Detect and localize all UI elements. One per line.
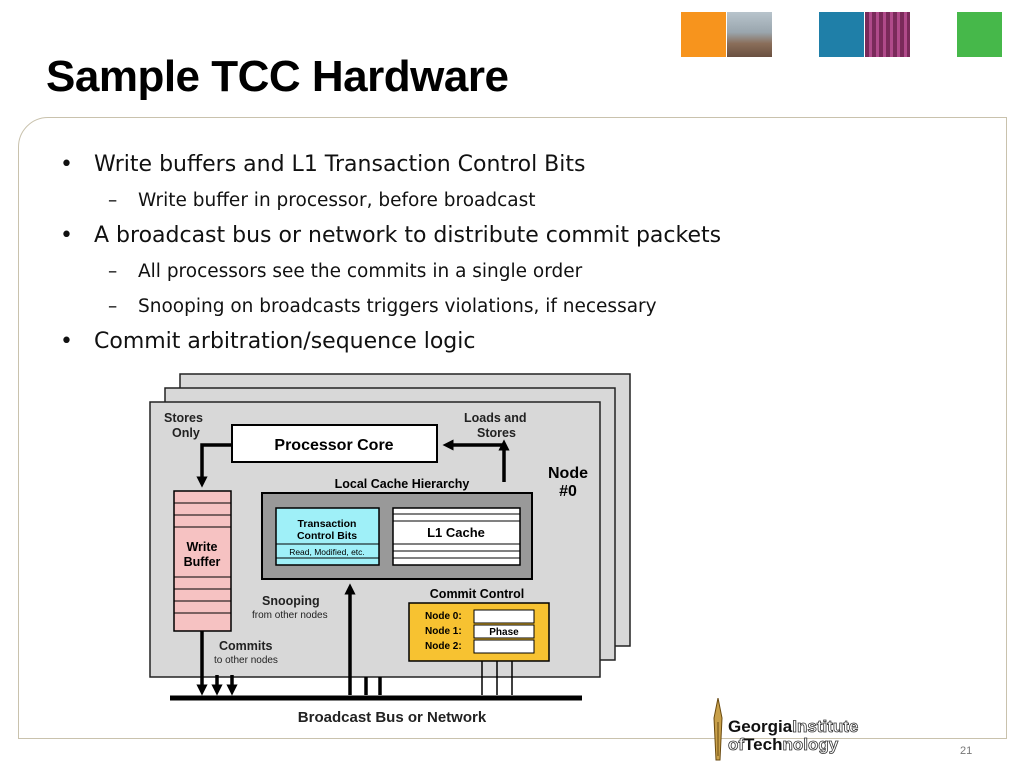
- broadcast-bus-label: Broadcast Bus or Network: [298, 709, 487, 726]
- arrow-stores: [196, 443, 232, 488]
- georgia-tech-logo: GeorgiaInstitute ofTechnology: [710, 697, 910, 762]
- green-tile: [957, 12, 1002, 57]
- tcb-label: Control Bits: [297, 530, 357, 542]
- sub-bullet-item: Write buffer in processor, before broadc…: [58, 186, 958, 221]
- node-row-label: Node 0:: [425, 611, 462, 622]
- stores-only-label: Only: [172, 426, 200, 440]
- bullet-item: Write buffers and L1 Transaction Control…: [58, 150, 958, 186]
- sub-bullet-item: Snooping on broadcasts triggers violatio…: [58, 292, 958, 327]
- commit-control-label: Commit Control: [430, 587, 524, 601]
- phase-label: Phase: [489, 627, 519, 638]
- stores-only-label: Stores: [164, 411, 203, 425]
- loads-stores-label: Stores: [477, 426, 516, 440]
- tcb-label: Transaction: [298, 518, 357, 530]
- write-buffer-label: Write: [186, 540, 217, 554]
- to-other-nodes-label: to other nodes: [214, 655, 278, 666]
- bullet-item: Commit arbitration/sequence logic: [58, 327, 958, 363]
- logo-line2: ofTechnology: [728, 735, 839, 754]
- building-photo-tile: [727, 12, 772, 57]
- commits-label: Commits: [219, 639, 273, 653]
- processor-core-label: Processor Core: [274, 437, 393, 454]
- sub-bullet-item: All processors see the commits in a sing…: [58, 257, 958, 292]
- read-modified-label: Read, Modified, etc.: [289, 547, 365, 557]
- write-buffer-label: Buffer: [184, 555, 221, 569]
- content-frame: [18, 117, 1007, 739]
- from-other-nodes-label: from other nodes: [252, 610, 328, 621]
- loads-stores-label: Loads and: [464, 411, 527, 425]
- write-buffer-box: [173, 490, 232, 632]
- node-row-label: Node 2:: [425, 641, 462, 652]
- node-label: #0: [559, 483, 577, 500]
- transaction-control-bits-box: [275, 507, 380, 566]
- local-cache-hierarchy-label: Local Cache Hierarchy: [335, 477, 470, 491]
- l1-cache-box: [392, 507, 521, 566]
- slide-title: Sample TCC Hardware: [46, 52, 509, 101]
- logo-line1: GeorgiaInstitute: [728, 717, 858, 736]
- node-label: Node: [548, 465, 588, 482]
- circuit-photo-tile: [865, 12, 910, 57]
- node-row-label: Node 1:: [425, 626, 462, 637]
- header-decoration: [0, 12, 1024, 58]
- tcc-hardware-diagram: Stores Only Loads and Stores Processor C…: [149, 373, 631, 726]
- bullet-item: A broadcast bus or network to distribute…: [58, 221, 958, 257]
- orange-tile: [681, 12, 726, 57]
- processor-core-box: [231, 424, 438, 463]
- snooping-label: Snooping: [262, 594, 320, 608]
- l1-cache-label: L1 Cache: [427, 525, 485, 540]
- slide-number: 21: [960, 745, 973, 757]
- bullet-list: Write buffers and L1 Transaction Control…: [58, 150, 958, 363]
- blue-tile: [819, 12, 864, 57]
